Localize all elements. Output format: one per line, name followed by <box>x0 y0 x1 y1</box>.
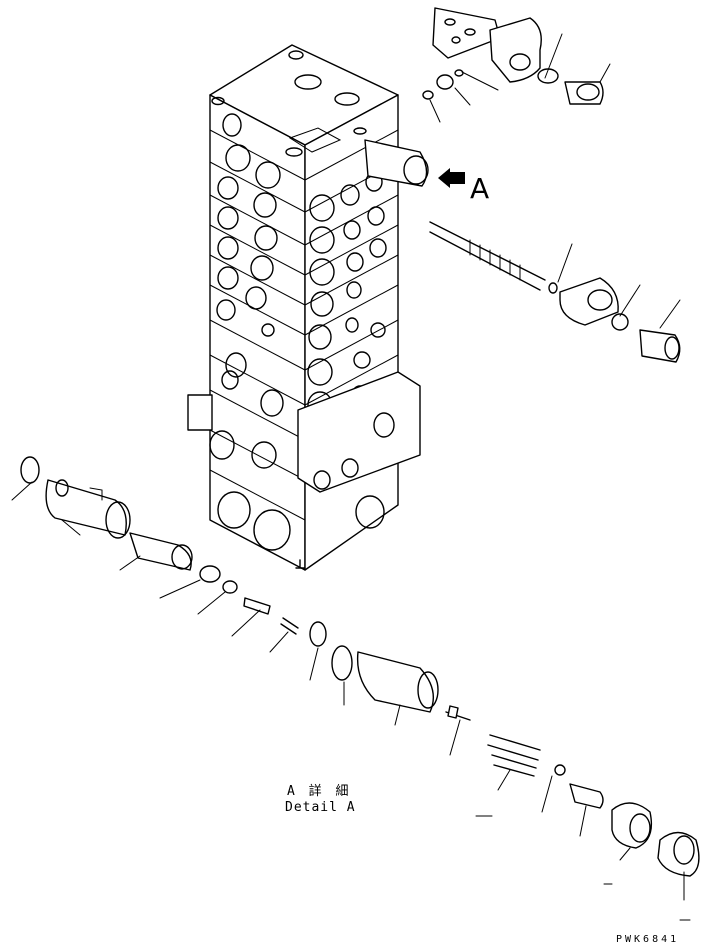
spool-assembly <box>364 139 681 363</box>
control-valve-stack <box>187 44 421 571</box>
detail-title-jp: A 詳 細 <box>287 784 352 799</box>
leader-lines <box>11 33 691 921</box>
detail-title-en: Detail A <box>285 800 356 815</box>
view-arrow-icon <box>438 168 465 188</box>
detail-parts <box>20 456 700 877</box>
solenoid-valve-group <box>422 7 604 105</box>
drawing-code: PWK6841 <box>616 934 680 945</box>
view-label-a: A <box>470 172 490 205</box>
